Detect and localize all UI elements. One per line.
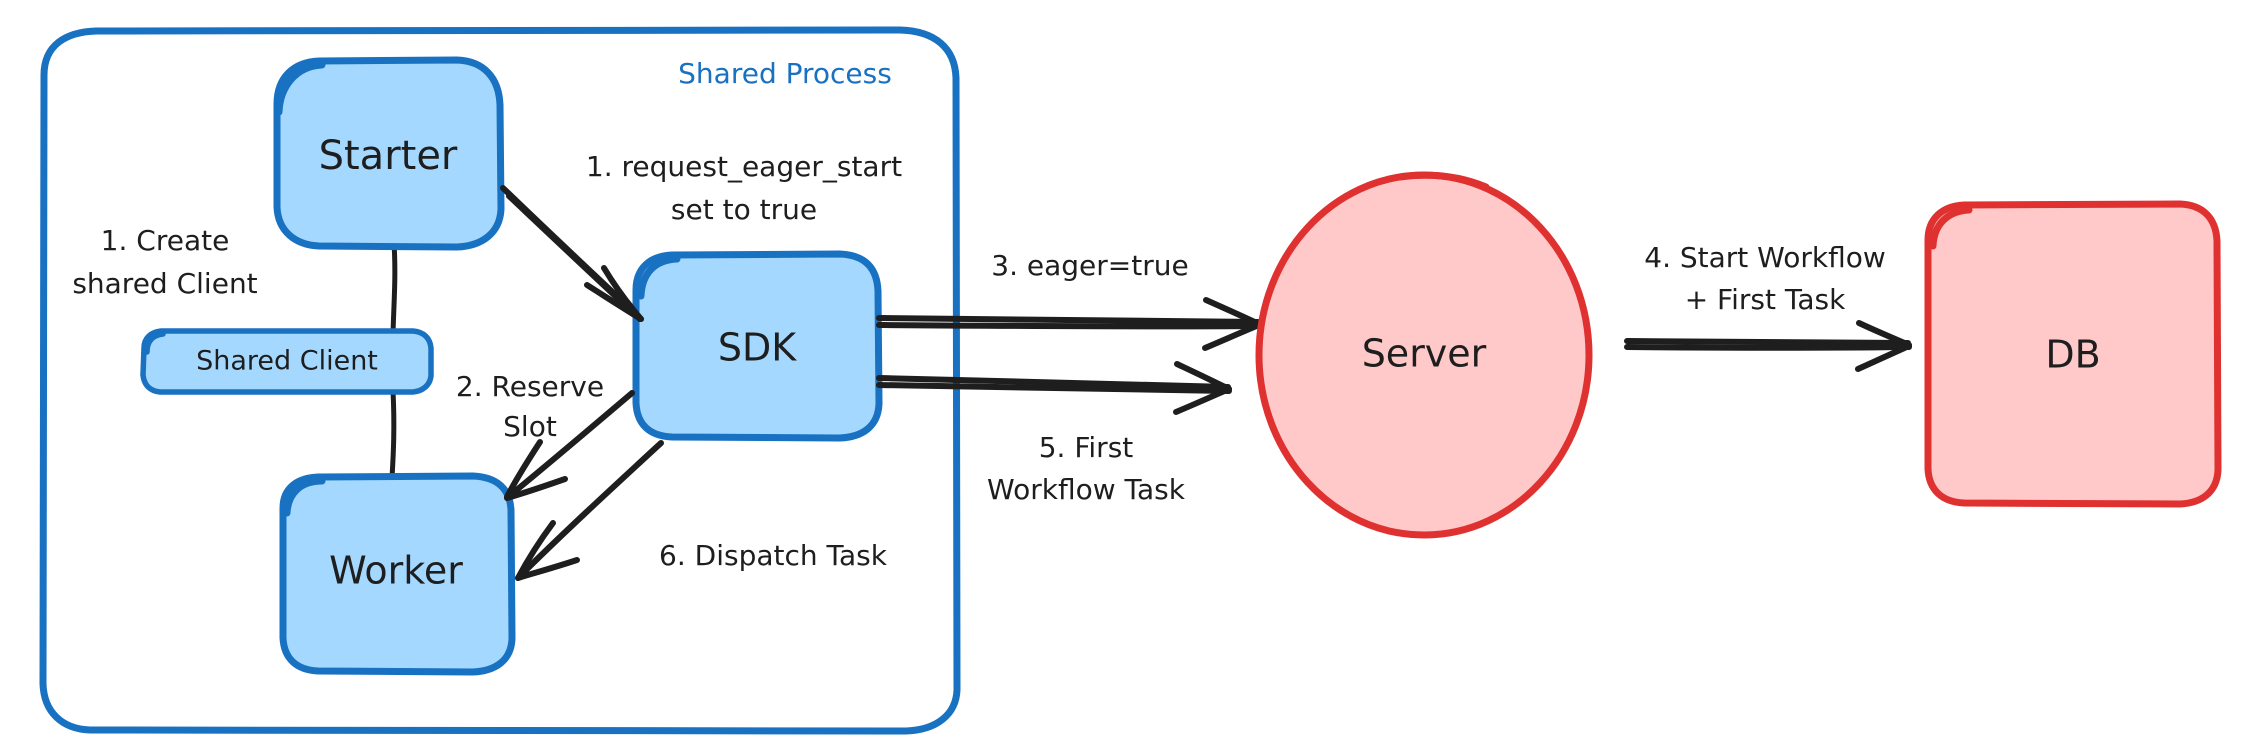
label-start-workflow-line2: + First Task [1685, 283, 1846, 316]
label-create-shared-client: 1. Create shared Client [72, 224, 257, 300]
label-first-workflow-task-line1: 5. First [1039, 431, 1134, 464]
label-request-eager-start-line2: set to true [671, 193, 817, 226]
edge-shared-client-worker [389, 388, 397, 481]
arrow-sdk-to-worker-reserve [504, 390, 635, 501]
node-starter-label: Starter [319, 133, 458, 179]
label-reserve-slot-line1: 2. Reserve [456, 370, 604, 403]
label-request-eager-start: 1. request_eager_start set to true [586, 150, 902, 226]
label-reserve-slot: 2. Reserve Slot [456, 370, 604, 443]
arrow-starter-to-sdk [500, 185, 644, 322]
shared-process-frame: Shared Process [39, 26, 961, 735]
node-sdk-label: SDK [718, 326, 797, 370]
label-request-eager-start-line1: 1. request_eager_start [586, 150, 902, 183]
arrow-sdk-to-worker-dispatch [515, 440, 664, 581]
label-create-shared-client-line1: 1. Create [101, 224, 230, 257]
node-sdk[interactable]: SDK [632, 250, 883, 442]
label-eager-true-line1: 3. eager=true [991, 249, 1188, 282]
label-dispatch-task: 6. Dispatch Task [659, 539, 888, 572]
label-first-workflow-task: 5. First Workflow Task [987, 431, 1186, 506]
label-dispatch-task-line1: 6. Dispatch Task [659, 539, 888, 572]
arrow-sdk-to-server-first-task [876, 361, 1232, 415]
node-db-label: DB [2045, 333, 2100, 377]
node-starter[interactable]: Starter [273, 56, 505, 251]
node-shared-client-label: Shared Client [196, 346, 378, 377]
label-reserve-slot-line2: Slot [503, 410, 557, 443]
arrow-server-to-db [1624, 320, 1912, 372]
edge-starter-shared-client [390, 240, 398, 336]
label-eager-true: 3. eager=true [991, 249, 1188, 282]
label-first-workflow-task-line2: Workflow Task [987, 473, 1186, 506]
node-server[interactable]: Server [1255, 171, 1593, 539]
label-create-shared-client-line2: shared Client [72, 267, 257, 300]
node-server-label: Server [1362, 332, 1487, 376]
shared-process-label: Shared Process [678, 57, 892, 90]
label-start-workflow-line1: 4. Start Workflow [1644, 241, 1886, 274]
node-db[interactable]: DB [1924, 200, 2222, 508]
node-shared-client[interactable]: Shared Client [140, 328, 434, 395]
arrow-sdk-to-server-eager [876, 297, 1262, 351]
label-start-workflow: 4. Start Workflow + First Task [1644, 241, 1886, 316]
node-worker-label: Worker [329, 549, 463, 593]
node-worker[interactable]: Worker [279, 472, 516, 676]
